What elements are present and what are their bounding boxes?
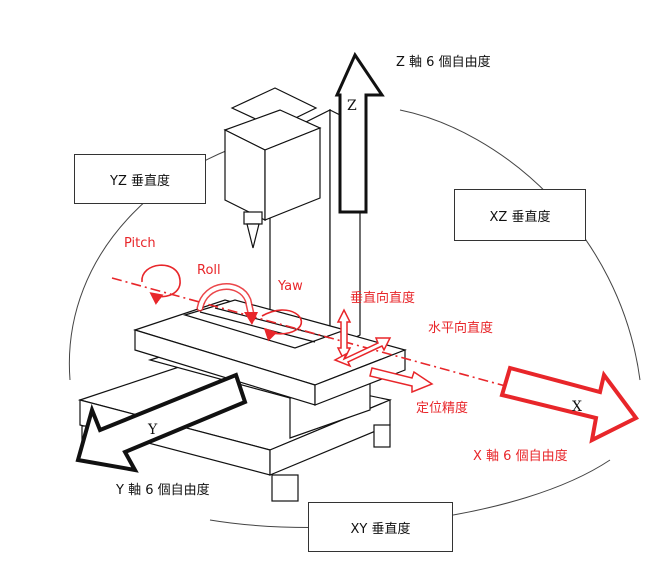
horizontal-straightness-label: 水平向直度 — [428, 321, 494, 336]
horizontal-straightness-arrow — [333, 337, 392, 368]
y-axis-letter: Y — [148, 422, 158, 438]
vertical-straightness-label: 垂直向直度 — [350, 291, 416, 306]
roll-label: Roll — [197, 263, 221, 278]
x-axis-arrow — [499, 365, 640, 444]
y-axis-dof-label: Y 軸 6 個自由度 — [116, 483, 210, 498]
xy-perpendicularity-label: XY 垂直度 — [350, 521, 411, 537]
enclosure-arc-right — [399, 109, 641, 381]
positioning-accuracy-arrow — [369, 367, 434, 394]
pitch-rotation-arrow — [141, 264, 181, 305]
spindle-head — [223, 109, 322, 249]
vertical-straightness-arrow — [336, 308, 352, 362]
yaw-label: Yaw — [278, 279, 303, 294]
z-axis-dof-label: Z 軸 6 個自由度 — [396, 55, 491, 70]
z-axis-arrow — [334, 51, 385, 214]
x-axis-dof-label: X 軸 6 個自由度 — [473, 449, 568, 464]
yz-perpendicularity-box: YZ 垂直度 — [74, 154, 206, 204]
yz-perpendicularity-label: YZ 垂直度 — [110, 173, 170, 189]
yaw-rotation-arrow — [261, 309, 303, 342]
xz-perpendicularity-label: XZ 垂直度 — [489, 209, 551, 225]
z-axis-letter: Z — [347, 98, 357, 114]
positioning-accuracy-label: 定位精度 — [416, 401, 469, 416]
xz-perpendicularity-box: XZ 垂直度 — [454, 189, 586, 241]
x-axis-letter: X — [572, 399, 582, 415]
pitch-label: Pitch — [124, 236, 156, 251]
xy-perpendicularity-box: XY 垂直度 — [308, 502, 453, 552]
worktable — [133, 299, 407, 406]
y-axis-arrow — [75, 372, 248, 473]
